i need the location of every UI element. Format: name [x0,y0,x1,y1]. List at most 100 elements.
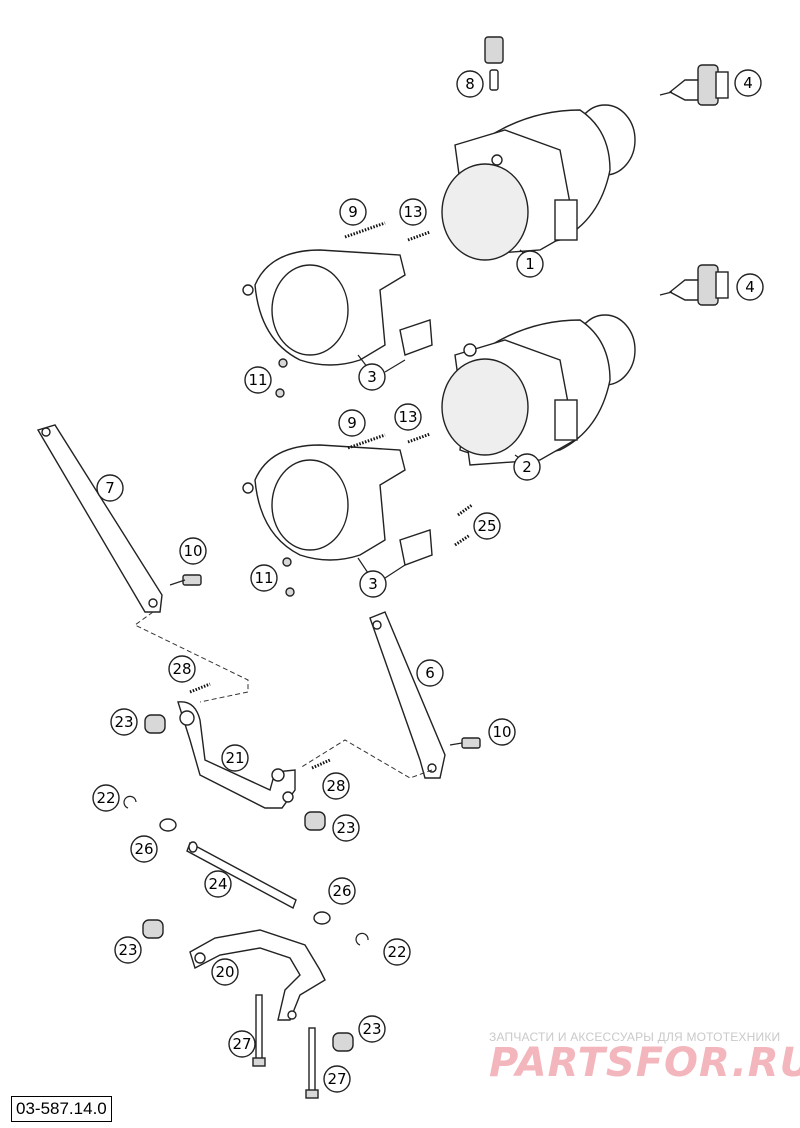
strut-6 [369,611,446,779]
callout-26: 26 [130,835,158,863]
callout-22: 22 [383,938,411,966]
svg-text:20: 20 [215,963,234,981]
svg-text:21: 21 [225,749,244,767]
callout-24: 24 [204,870,232,898]
svg-text:9: 9 [347,414,357,432]
callout-26: 26 [328,877,356,905]
svg-text:2: 2 [522,458,532,476]
washer-26-lower [313,911,331,925]
callout-28: 28 [322,772,350,800]
callout-6: 6 [416,659,444,687]
svg-text:23: 23 [114,713,133,731]
callout-21: 21 [221,744,249,772]
clip-22-lower [355,932,369,946]
svg-text:13: 13 [398,408,417,426]
svg-text:7: 7 [105,479,115,497]
svg-text:10: 10 [183,542,202,560]
callout-11: 11 [250,564,278,592]
watermark-logo: PARTSFOR.RU [489,1040,800,1086]
callout-28: 28 [168,655,196,683]
svg-text:8: 8 [465,75,475,93]
callout-9: 9 [339,198,367,226]
headlight-lower [441,314,636,466]
svg-text:11: 11 [248,371,267,389]
svg-text:23: 23 [362,1020,381,1038]
svg-text:11: 11 [254,569,273,587]
document-number: 03-587.14.0 [11,1096,112,1122]
screw-13-lower [407,432,431,444]
assembly-line-left [134,611,249,703]
watermark-subtitle: ЗАПЧАСТИ И АКСЕССУАРЫ ДЛЯ МОТОТЕХНИКИ [489,1030,781,1044]
svg-text:23: 23 [118,941,137,959]
svg-text:6: 6 [425,664,435,682]
callout-10: 10 [179,537,207,565]
svg-text:10: 10 [492,723,511,741]
callout-27: 27 [323,1065,351,1093]
callout-1: 1 [516,250,544,278]
bolt-10-left [182,574,202,586]
callout-27: 27 [228,1030,256,1058]
callout-23: 23 [110,708,138,736]
callout-4: 4 [736,273,764,301]
bolts-27 [252,994,319,1099]
svg-text:22: 22 [96,789,115,807]
svg-text:13: 13 [403,203,422,221]
svg-text:1: 1 [525,255,535,273]
callout-13: 13 [399,198,427,226]
callout-9: 9 [338,409,366,437]
callout-3: 3 [359,570,387,598]
washer-26-upper [159,818,177,832]
svg-text:27: 27 [232,1035,251,1053]
bracket-21 [177,701,296,809]
spring-lower [347,433,386,450]
callout-10: 10 [488,718,516,746]
callout-3: 3 [358,363,386,391]
svg-text:3: 3 [367,368,377,386]
svg-text:9: 9 [348,203,358,221]
callout-25: 25 [473,512,501,540]
callout-22: 22 [92,784,120,812]
callout-8: 8 [456,70,484,98]
callout-23: 23 [358,1015,386,1043]
callout-20: 20 [211,958,239,986]
assembly-line-right [299,739,433,779]
bushings-23 [142,714,354,1052]
svg-text:25: 25 [477,517,496,535]
svg-text:28: 28 [326,777,345,795]
callout-23: 23 [332,814,360,842]
svg-text:24: 24 [208,875,227,893]
bracket-20 [189,929,326,1021]
mount-ring-upper [242,249,433,366]
callout-2: 2 [513,453,541,481]
svg-text:4: 4 [743,74,753,92]
callout-7: 7 [96,474,124,502]
svg-text:26: 26 [134,840,153,858]
headlight-upper [441,104,636,261]
callout-23: 23 [114,936,142,964]
svg-text:22: 22 [387,943,406,961]
svg-text:4: 4 [745,278,755,296]
svg-text:3: 3 [368,575,378,593]
callout-labels: 1 2 3 3 4 4 6 7 8 9 9 10 10 11 11 13 13 … [92,69,764,1093]
callout-13: 13 [394,403,422,431]
callout-11: 11 [244,366,272,394]
clip-22-upper [123,795,137,809]
svg-text:26: 26 [332,882,351,900]
axle-24 [186,841,297,909]
screw-28-lower [311,758,331,770]
strut-7 [36,424,163,613]
callout-4: 4 [734,69,762,97]
svg-text:28: 28 [172,660,191,678]
mount-ring-lower [242,444,433,566]
spring-upper [344,221,386,239]
bolt-10-right [461,737,481,749]
bulb-lower [659,264,729,306]
svg-text:27: 27 [327,1070,346,1088]
bulb-socket [484,36,504,91]
svg-text:23: 23 [336,819,355,837]
screws-25 [454,503,473,547]
screw-13-upper [407,230,431,242]
bulb-upper [659,64,729,106]
screw-28-upper [189,682,211,694]
